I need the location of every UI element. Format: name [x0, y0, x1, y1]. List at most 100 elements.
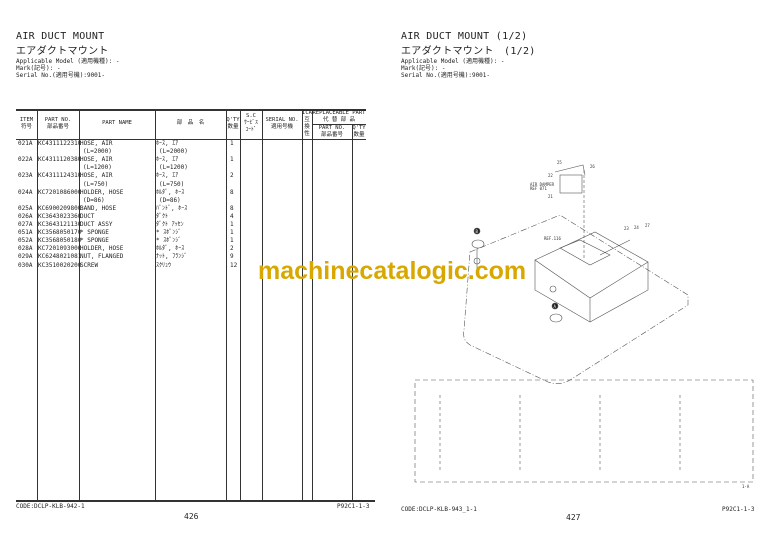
header-rule — [16, 139, 366, 140]
callout-ref116: REF.116 — [544, 236, 561, 241]
row-name: DUCT — [80, 212, 95, 220]
page-number-right: 427 — [566, 513, 581, 522]
callout-b: B — [476, 229, 479, 234]
row-sub: (L=1200) — [83, 164, 112, 172]
row-qty: 2 — [230, 245, 234, 253]
row-name-jp: ﾎﾙﾀﾞ, ﾎｰｽ — [156, 188, 185, 196]
table-bottom-rule — [16, 500, 375, 502]
row-part-no: KC6248021081 — [38, 253, 82, 261]
row-item: 027A — [18, 221, 33, 228]
row-sub: (D=86) — [83, 196, 105, 204]
row-item: 051A — [18, 229, 33, 237]
row-name-jp: * ｽﾎﾟﾝｼﾞ — [156, 229, 182, 237]
callout-23: 23 — [624, 226, 629, 231]
repl-divider — [312, 124, 366, 125]
row-name: HOLDER, HOSE — [80, 188, 124, 196]
row-part-no: KC3568050170 — [38, 229, 82, 237]
page-ref-right: P92C1-1-3 — [722, 506, 755, 513]
page-title-en-right: AIR DUCT MOUNT (1/2) — [401, 31, 528, 42]
row-name: HOLDER, HOSE — [80, 245, 124, 253]
duct-box — [534, 231, 649, 323]
row-name: BAND, HOSE — [80, 204, 117, 212]
callout-air-damper: AIR DAMPER — [530, 182, 555, 187]
row-sub: (L=2000) — [83, 148, 112, 156]
page-number: 426 — [184, 512, 199, 521]
mark-right: Mark(記号): - — [401, 65, 446, 72]
callout-a: A — [554, 304, 557, 309]
air-damper — [559, 174, 583, 194]
page-title-jp: エアダクトマウント — [16, 46, 109, 57]
row-item: 022A — [18, 156, 33, 164]
row-qty: 1 — [230, 229, 234, 237]
header-part-name: PART NAME — [102, 120, 132, 126]
row-part-no: KC4311122310 — [38, 140, 82, 147]
row-qty: 8 — [230, 204, 234, 212]
row-part-no: KC3568050180 — [38, 237, 82, 245]
watermark: machinecatalogic.com — [258, 257, 527, 285]
row-qty: 8 — [230, 188, 234, 196]
row-part-no: KC3643023360 — [38, 212, 82, 220]
callout-22: 22 — [548, 173, 553, 178]
row-qty: 9 — [230, 253, 234, 261]
row-name: SCREW — [80, 261, 99, 269]
header-serial: SERIAL NO.適用号機 — [265, 117, 299, 130]
header-part-no: PART NO.部品番号 — [44, 117, 72, 130]
row-name: * SPONGE — [80, 229, 109, 237]
callout-27: 27 — [645, 223, 650, 228]
lower-detail-frame — [414, 379, 754, 483]
page-title-en: AIR DUCT MOUNT — [16, 31, 105, 42]
page-title-jp-right: エアダクトマウント (1/2) — [401, 46, 536, 57]
row-sub-jp: (L=2000) — [159, 148, 188, 156]
row-name-jp: ﾎﾙﾀﾞ, ﾎｰｽ — [156, 245, 185, 253]
callout-26: 26 — [590, 164, 595, 169]
row-name: NUT, FLANGED — [80, 253, 124, 261]
row-qty: 12 — [230, 261, 238, 269]
row-name-jp: ﾎｰｽ, ｴｱ — [156, 140, 179, 147]
corner-label: 1-A — [742, 484, 750, 489]
serial-range: Serial No.(適用号機):9001- — [16, 72, 106, 79]
row-qty: 1 — [230, 221, 234, 228]
row-name-jp: ﾀﾞｸﾄ ｱｯｾﾝ — [156, 221, 184, 228]
row-name-jp: * ｽﾎﾟﾝｼﾞ — [156, 237, 182, 245]
row-sub-jp: (L=750) — [159, 180, 185, 188]
row-item: 025A — [18, 204, 33, 212]
header-name-jp: 部 品 名 — [176, 120, 205, 126]
row-name: HOSE, AIR — [80, 140, 113, 147]
callout-25: 25 — [557, 160, 562, 165]
row-qty: 2 — [230, 172, 234, 180]
row-part-no: KC3643121130 — [38, 221, 82, 228]
row-item: 026A — [18, 212, 33, 220]
row-part-no: KC4311120380 — [38, 156, 82, 164]
row-name-jp: ﾊﾞﾝﾄﾞ, ﾎｰｽ — [156, 204, 188, 212]
row-name-jp: ｽｸﾘｭｳ — [156, 261, 172, 269]
row-item: 023A — [18, 172, 33, 180]
row-sub: (L=750) — [83, 180, 109, 188]
row-part-no: KC7201093000 — [38, 245, 82, 253]
row-name: * SPONGE — [80, 237, 109, 245]
row-part-no: KC3510020200 — [38, 261, 82, 269]
header-repl-part: PART NO.部品番号 — [318, 125, 346, 138]
row-item: 029A — [18, 253, 33, 261]
page-code-right: CODE:DCLP-KLB-943_1-1 — [401, 506, 477, 513]
mark: Mark(記号): - — [16, 65, 61, 72]
row-name-jp: ﾀﾞｸﾄ — [156, 212, 169, 220]
row-item: 052A — [18, 237, 33, 245]
row-name: HOSE, AIR — [80, 172, 113, 180]
callout-21: 21 — [548, 194, 553, 199]
row-sub-jp: (L=1200) — [159, 164, 188, 172]
row-sub-jp: (D=86) — [159, 196, 181, 204]
callout-24: 24 — [634, 225, 639, 230]
row-name-jp: ﾅｯﾄ, ﾌﾗﾝｼﾞ — [156, 253, 188, 261]
row-qty: 1 — [230, 237, 234, 245]
page-code: CODE:DCLP-KLB-942-1 — [16, 503, 85, 510]
row-item: 028A — [18, 245, 33, 253]
row-part-no: KC6900209800 — [38, 204, 82, 212]
